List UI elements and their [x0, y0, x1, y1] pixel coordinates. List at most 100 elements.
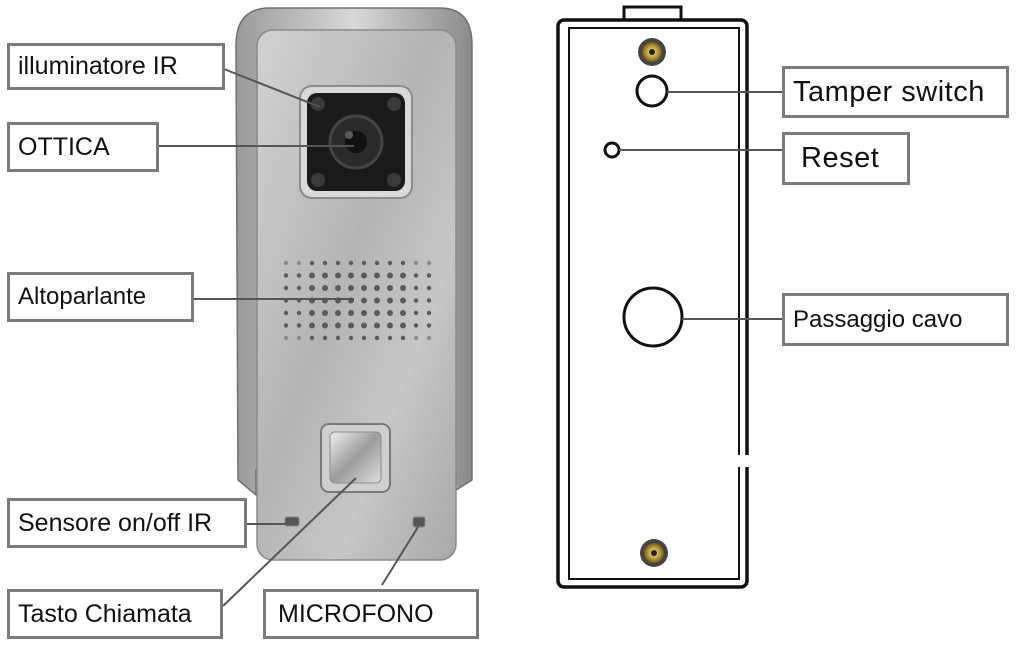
label-reset: Reset [782, 132, 910, 185]
grille-hole [296, 323, 302, 328]
microphone-icon [412, 516, 426, 528]
call-button-icon [329, 431, 382, 484]
grille-hole [374, 272, 380, 279]
grille-hole [374, 322, 380, 329]
grille-hole [413, 298, 419, 303]
grille-hole [387, 322, 393, 329]
grille-hole [335, 272, 341, 279]
grille-hole [309, 322, 315, 329]
label-ir-sensor: Sensore on/off IR [7, 498, 247, 548]
grille-hole [335, 322, 341, 329]
grille-hole [335, 335, 341, 341]
ir-led-icon [387, 97, 401, 111]
grille-hole [322, 285, 328, 291]
grille-hole [348, 260, 354, 266]
grille-hole [400, 322, 406, 329]
lens-glare [345, 131, 353, 139]
grille-hole [400, 335, 406, 341]
grille-hole [387, 335, 393, 341]
grille-hole [348, 272, 354, 279]
grille-hole [374, 260, 380, 266]
label-cable-passage: Passaggio cavo [782, 293, 1009, 346]
grille-hole [283, 273, 289, 278]
ir-sensor-icon [284, 516, 300, 527]
grille-hole [426, 323, 432, 328]
grille-hole [361, 285, 367, 291]
grille-hole [361, 297, 367, 304]
grille-hole [348, 285, 354, 291]
label-ir-illuminator: illuminatore IR [7, 43, 225, 90]
ir-led-icon [311, 173, 325, 187]
grille-hole [309, 285, 315, 291]
screw-hole [651, 550, 657, 556]
grille-hole [283, 285, 289, 291]
grille-hole [296, 273, 302, 278]
grille-hole [400, 310, 406, 316]
grille-hole [322, 260, 328, 266]
grille-hole [322, 272, 328, 279]
grille-hole [335, 310, 341, 316]
screw-hole [649, 49, 655, 55]
grille-hole [400, 297, 406, 304]
grille-hole [283, 260, 289, 266]
grille-hole [322, 322, 328, 329]
grille-hole [413, 335, 419, 341]
grille-hole [374, 310, 380, 316]
reset-hole-icon [603, 141, 621, 159]
grille-hole [283, 323, 289, 328]
grille-hole [296, 285, 302, 291]
grille-hole [374, 285, 380, 291]
label-microphone: MICROFONO [263, 589, 479, 639]
grille-hole [361, 310, 367, 316]
grille-hole [413, 260, 419, 266]
grille-hole [361, 260, 367, 266]
grille-hole [426, 310, 432, 316]
grille-hole [335, 260, 341, 266]
grille-hole [413, 273, 419, 278]
ir-led-icon [387, 173, 401, 187]
leader-lines [158, 68, 783, 607]
grille-hole [322, 335, 328, 341]
speaker-grille [283, 260, 432, 341]
grille-hole [283, 310, 289, 316]
tamper-switch-icon [635, 74, 669, 108]
grille-hole [413, 323, 419, 328]
grille-hole [387, 310, 393, 316]
grille-hole [387, 272, 393, 279]
label-lens: OTTICA [7, 122, 159, 172]
grille-hole [322, 310, 328, 316]
grille-hole [400, 260, 406, 266]
grille-hole [296, 260, 302, 266]
grille-hole [309, 260, 315, 266]
front-unit [235, 7, 473, 561]
grille-hole [348, 310, 354, 316]
grille-hole [374, 335, 380, 341]
grille-hole [309, 335, 315, 341]
grille-hole [309, 272, 315, 279]
grille-hole [400, 272, 406, 279]
grille-hole [348, 335, 354, 341]
grille-hole [426, 260, 432, 266]
grille-hole [361, 272, 367, 279]
grille-hole [400, 285, 406, 291]
ir-led-icon [311, 97, 325, 111]
plate-inner [568, 27, 740, 580]
cable-hole-icon [622, 286, 684, 348]
grille-hole [296, 335, 302, 341]
grille-hole [361, 322, 367, 329]
grille-hole [296, 310, 302, 316]
label-tamper-switch: Tamper switch [782, 66, 1009, 118]
grille-hole [348, 322, 354, 329]
grille-hole [374, 297, 380, 304]
grille-hole [426, 273, 432, 278]
grille-hole [426, 298, 432, 303]
grille-hole [387, 285, 393, 291]
grille-hole [413, 310, 419, 316]
label-call-button: Tasto Chiamata [7, 589, 223, 639]
grille-hole [426, 285, 432, 291]
grille-hole [283, 335, 289, 341]
grille-hole [426, 335, 432, 341]
grille-hole [387, 260, 393, 266]
back-plate [556, 5, 754, 589]
